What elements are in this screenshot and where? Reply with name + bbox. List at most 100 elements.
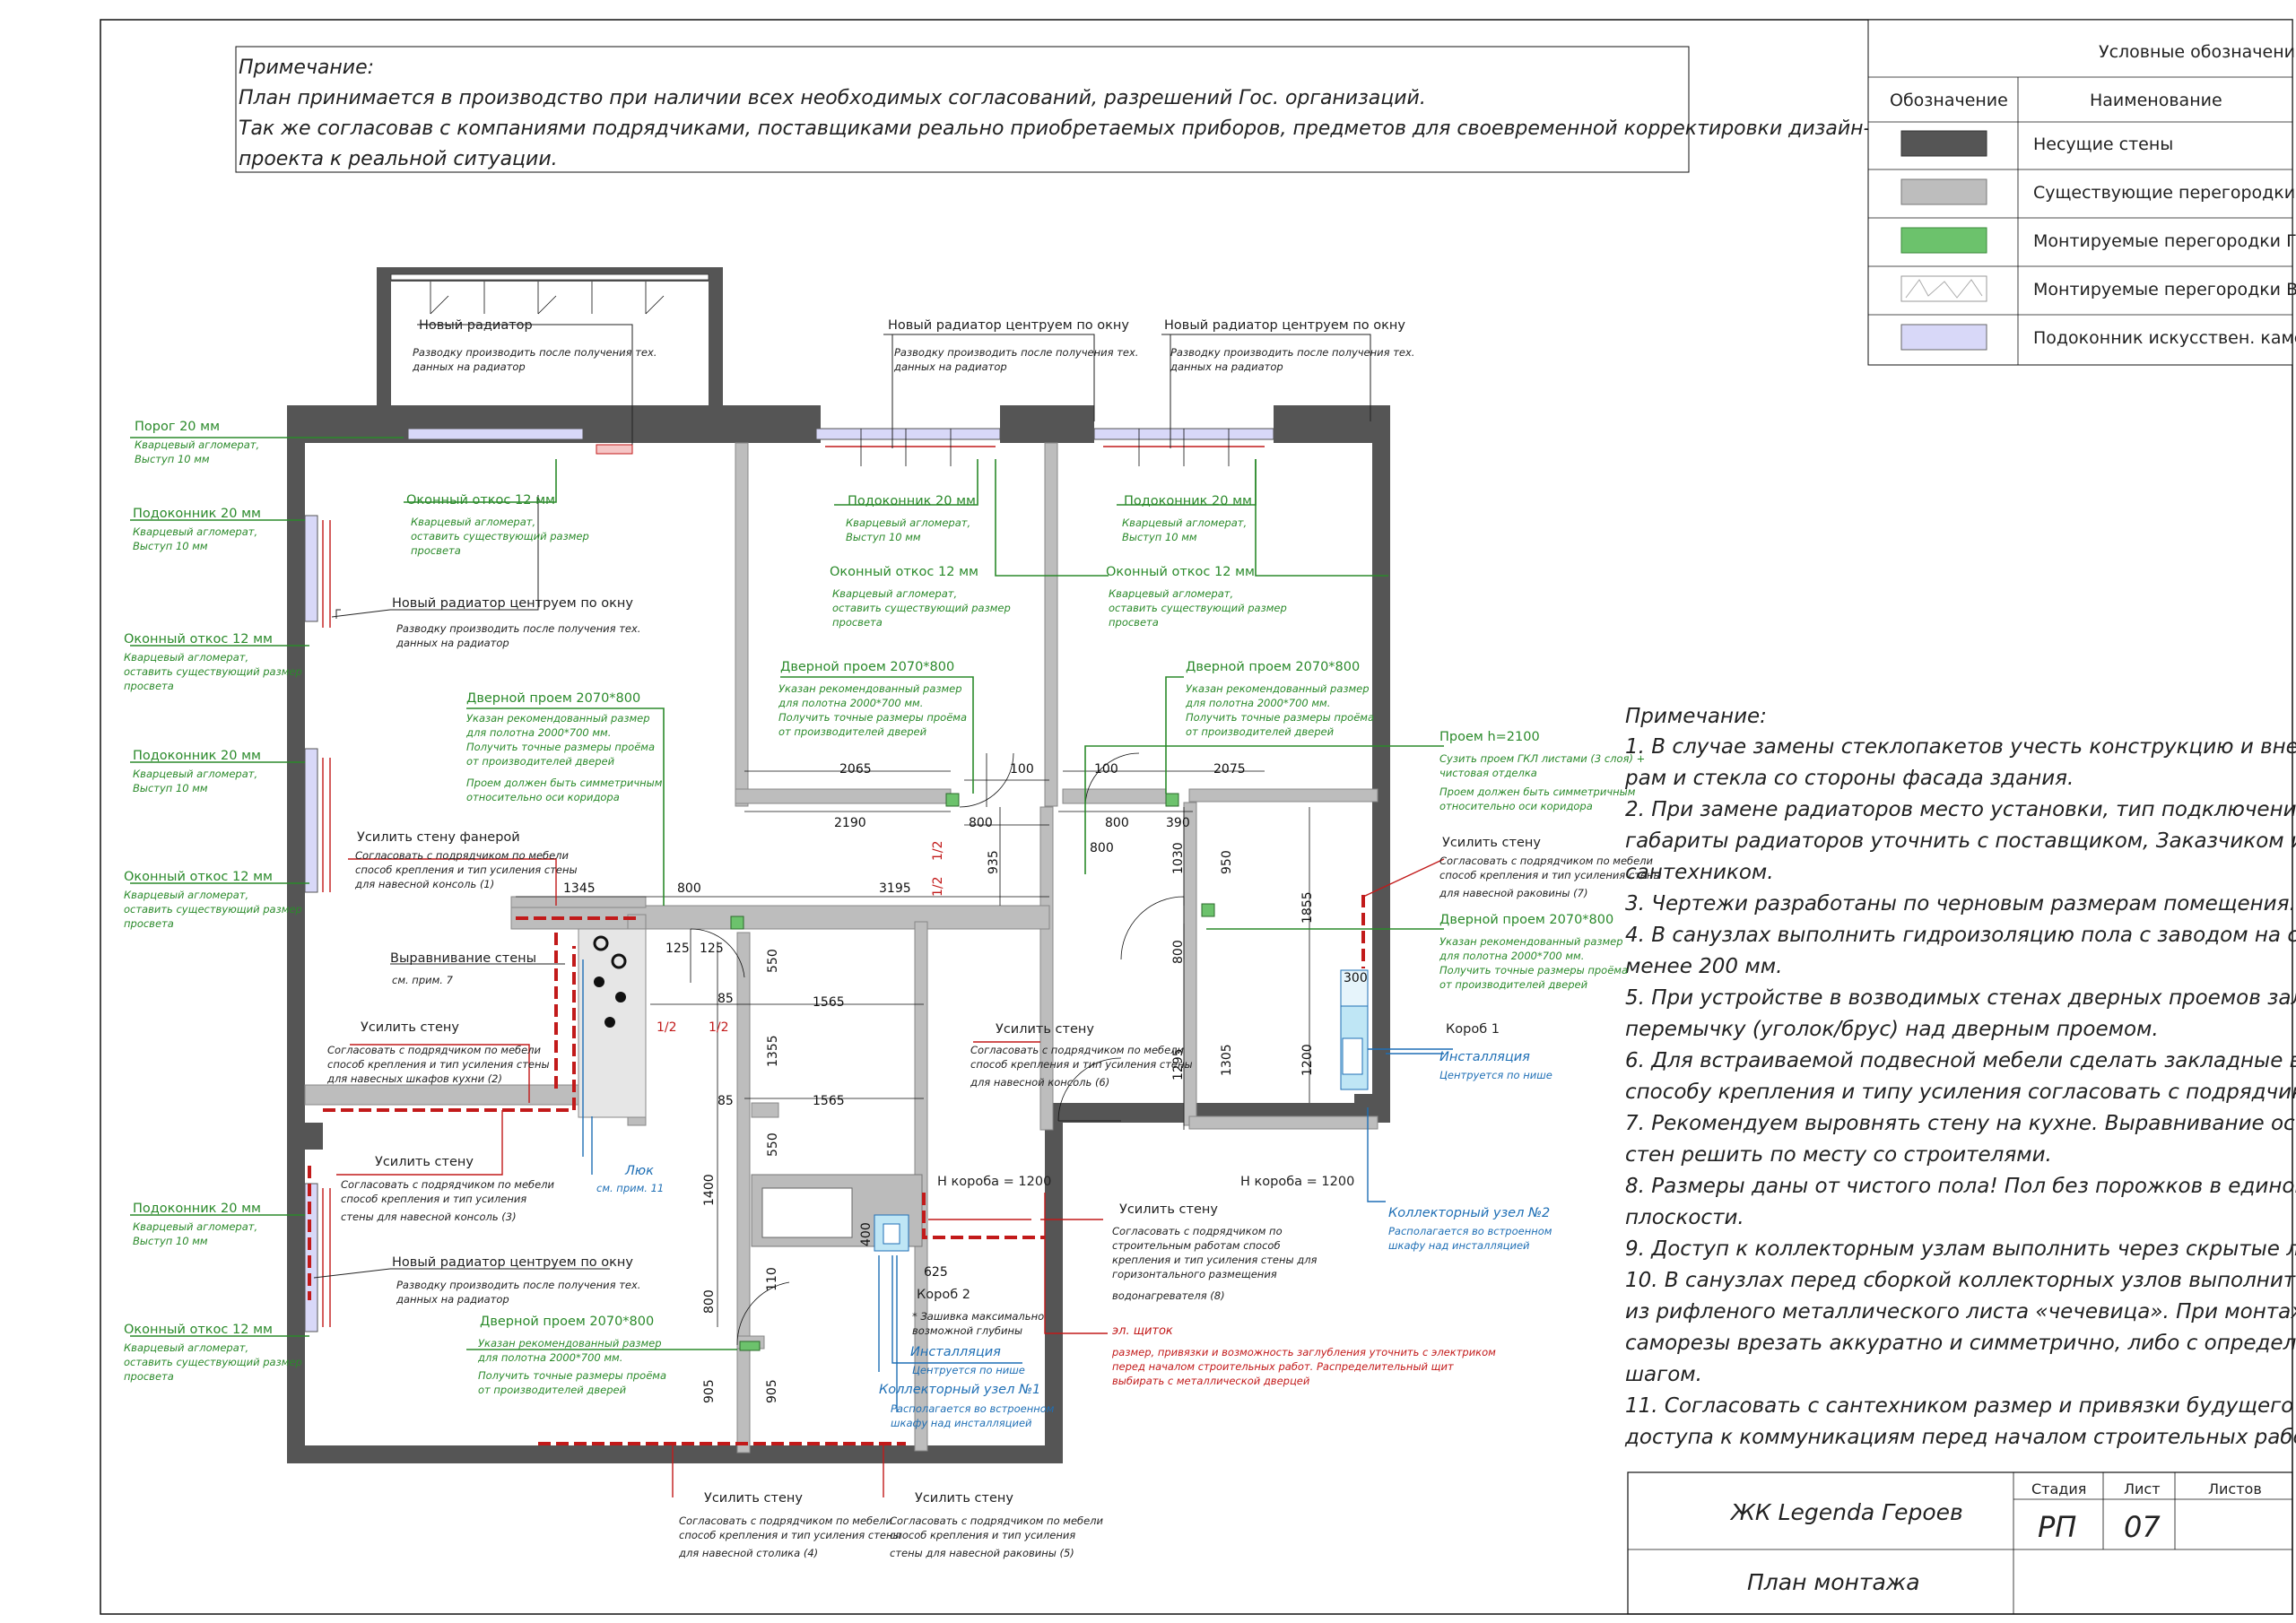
callout-text: Указан рекомендованный размер [478,1337,662,1350]
legend-title: Условные обозначения [2099,42,2296,62]
dimension: 2190 [834,816,866,830]
callout-title: Оконный откос 12 мм [406,493,555,508]
callout-title: Порог 20 мм [135,420,220,434]
callout-text: Согласовать с подрядчиком по мебели [890,1515,1104,1527]
callout-text: Разводку производить после получения тех… [894,346,1138,359]
callout-text: шкафу над инсталляцией [891,1417,1032,1429]
callout-title: Оконный откос 12 мм [1106,565,1255,579]
callout-text: Кварцевый агломерат, [124,651,248,664]
callout-text: Получить точные размеры проёма [1439,964,1628,976]
legend-item-name: Несущие стены [2033,135,2173,154]
callout-title: Дверной проем 2070*800 [480,1315,654,1329]
note-line: 11. Согласовать с сантехником размер и п… [1625,1394,2296,1418]
callout-title: Новый радиатор центруем по окну [888,318,1129,333]
kitchen-column [578,928,647,1118]
pipe-lines [582,959,1453,1364]
legend-item-name: Подоконник искусствен. камень [2033,328,2296,348]
callout-text: водонагревателя (8) [1112,1289,1225,1302]
dimension: 2075 [1213,762,1246,777]
dimension: 100 [1094,762,1118,777]
dimension: 3195 [879,881,911,896]
callout-title: Оконный откос 12 мм [124,632,273,647]
callout-text: Выступ 10 мм [133,1235,208,1247]
notes-title: Примечание: [1625,705,1767,728]
callout-text: Получить точные размеры проёма [478,1369,666,1382]
sheet-label: Лист [2124,1480,2161,1497]
callout-text: способ крепления и тип усиления стены [679,1529,901,1541]
callout-text: Выступ 10 мм [1122,531,1197,543]
callout-text: Согласовать с подрядчиком по мебели [327,1044,542,1056]
top-note-line: проекта к реальной ситуации. [239,148,558,170]
dimension: 800 [1171,940,1186,964]
callout-title: Коллекторный узел №2 [1388,1206,1550,1220]
general-notes: Примечание: 1. В случае замены стеклопак… [1624,705,2296,1449]
legend: Условные обозначения Обозначение Наимено… [1867,19,2296,366]
callout-text: Выступ 10 мм [133,540,208,552]
callout-text: просвета [1109,616,1159,629]
callouts-radiators: Новый радиатор Разводку производить посл… [392,318,1414,1306]
legend-item-name: Монтируемые перегородки ГКЛ [2033,231,2296,251]
callout-text: Кварцевый агломерат, [133,768,257,780]
dimension: 800 [702,1289,717,1314]
note-line: из рифленого металлического листа «чечев… [1625,1300,2296,1324]
callout-text: выбирать с металлической дверцей [1112,1375,1310,1387]
callout-title: Короб 1 [1446,1022,1500,1037]
callout-title: Инсталляция [910,1345,1001,1359]
note-line: плоскости. [1625,1206,1744,1229]
callout-text: Кварцевый агломерат, [1122,516,1247,529]
callout-title: Проем h=2100 [1439,730,1540,744]
callout-text: Разводку производить после получения тех… [396,622,640,635]
dimension: 950 [1220,850,1234,874]
callout-text: Получить точные размеры проёма [466,741,655,753]
legend-col-name: Наименование [2090,91,2222,110]
callout-text: Кварцевый агломерат, [135,438,259,451]
dimension: 100 [1010,762,1034,777]
callout-text: Указан рекомендованный размер [1439,935,1623,948]
callout-text: Кварцевый агломерат, [1109,587,1233,600]
dimension: 1/2 [657,1020,677,1035]
callout-text: Кварцевый агломерат, [124,1341,248,1354]
note-line: 8. Размеры даны от чистого пола! Пол без… [1625,1175,2296,1198]
callout-text: Указан рекомендованный размер [466,712,650,725]
note-line: доступа к коммуникациям перед началом ст… [1624,1426,2296,1449]
callout-text: для навесной столика (4) [678,1547,818,1559]
callout-text: оставить существующий размер [124,665,302,678]
callout-text: оставить существующий размер [411,530,589,542]
callout-text: Центруется по нише [1439,1069,1552,1081]
callout-text: Получить точные размеры проёма [1186,711,1374,724]
sheet-value: 07 [2124,1510,2161,1544]
sheet-title: План монтажа [1747,1569,1920,1595]
note-line: 7. Рекомендуем выровнять стену на кухне.… [1625,1112,2296,1135]
callout-title: Люк [624,1164,654,1178]
callout-text: способ крепления и тип усиления [341,1193,526,1205]
dimension: 1200 [1300,1044,1315,1076]
dimension: 1345 [563,881,596,896]
callout-text: оставить существующий размер [832,602,1011,614]
dimension: 905 [765,1379,779,1403]
callout-text: от производителей дверей [478,1384,627,1396]
callout-title: Дверной проем 2070*800 [1439,913,1613,927]
dimension: 125 [665,942,690,956]
dimension: 1565 [813,1094,845,1108]
project-name: ЖК Legenda Героев [1729,1499,1963,1525]
dimension: 550 [766,949,780,973]
callout-title: Усилить стену [915,1491,1013,1506]
callout-title: Усилить стену [996,1022,1094,1037]
callout-text: просвета [832,616,883,629]
callout-text: для полотна 2000*700 мм. [778,697,923,709]
dimension: 550 [766,1133,780,1157]
callout-text: данных на радиатор [412,360,526,373]
note-line: саморезы врезать аккуратно и симметрично… [1625,1332,2296,1355]
dimension: 400 [859,1222,874,1246]
callout-title: Усилить стену [375,1155,474,1169]
callout-text: способ крепления и тип усиления [890,1529,1075,1541]
callout-text: для полотна 2000*700 мм. [465,726,611,739]
dimension: 1295 [1171,1048,1186,1081]
load-bearing-wall-swatch [1900,130,1987,157]
callout-text: Получить точные размеры проёма [778,711,967,724]
callout-text: Кварцевый агломерат, [133,1220,257,1233]
dimension: 1565 [813,995,845,1010]
callout-text: Согласовать с подрядчиком по мебели [355,849,570,862]
top-note-line: Так же согласовав с компаниями подрядчик… [239,117,1871,140]
